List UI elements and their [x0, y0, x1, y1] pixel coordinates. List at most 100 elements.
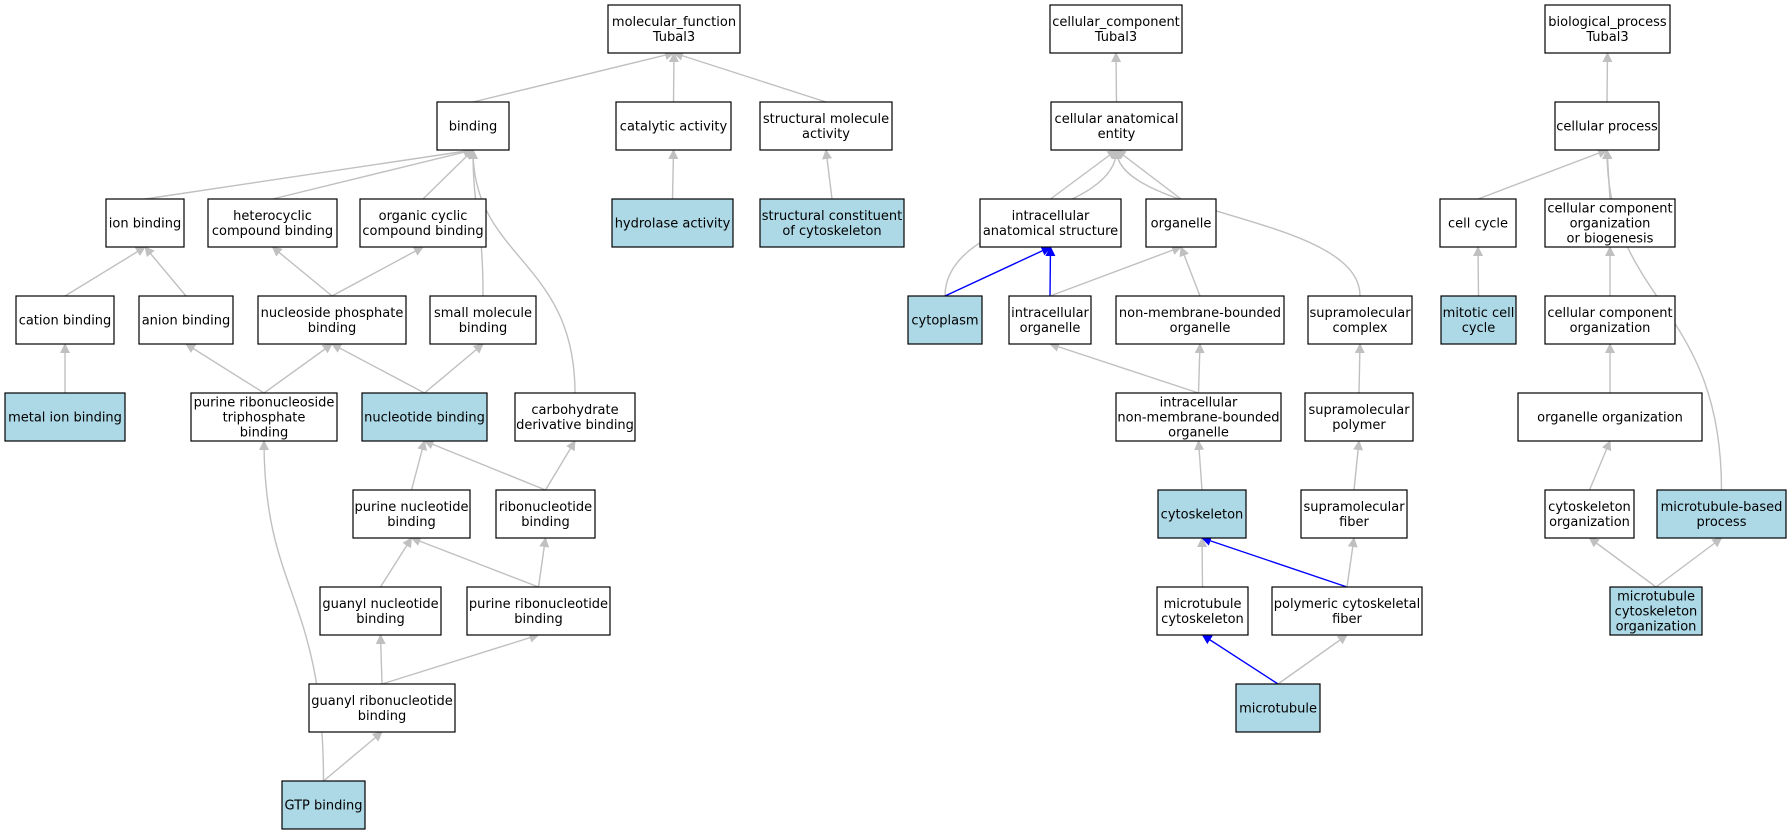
node-cellcycle[interactable]: cell cycle — [1439, 198, 1517, 248]
node-ion[interactable]: ion binding — [105, 198, 185, 248]
node-label-line: binding — [521, 515, 569, 530]
node-organelle[interactable]: organelle — [1145, 198, 1217, 248]
node-binding[interactable]: binding — [436, 101, 510, 151]
node-label-line: polymeric cytoskeletal — [1274, 597, 1420, 612]
edge-line — [1201, 634, 1279, 685]
node-label-line: organization — [1570, 217, 1651, 232]
edge-binding-to-mf — [472, 50, 675, 103]
node-nucleotide[interactable]: nucleotide binding — [361, 392, 488, 442]
edge-hydrolase-to-catalytic — [668, 149, 679, 200]
edge-line — [1353, 440, 1364, 491]
edge-line — [1277, 634, 1348, 685]
node-label-line: entity — [1098, 127, 1136, 142]
edge-line — [472, 50, 675, 103]
edge-line — [544, 440, 576, 491]
node-box — [1554, 101, 1660, 151]
node-metal[interactable]: metal ion binding — [4, 392, 126, 442]
node-label-line: ribonucleotide — [499, 500, 592, 515]
edge-line — [1115, 149, 1182, 200]
node-cytoskeleton[interactable]: cytoskeleton — [1157, 489, 1247, 539]
node-box — [429, 295, 537, 345]
edge-line — [1194, 440, 1205, 491]
node-label-line: GTP binding — [285, 799, 363, 814]
edge-line — [1588, 440, 1612, 491]
node-intranonmem[interactable]: intracellularnon-membrane-boundedorganel… — [1115, 392, 1282, 442]
edge-line — [1194, 343, 1205, 394]
edge-line — [1354, 343, 1365, 394]
node-orgorg[interactable]: organelle organization — [1517, 392, 1703, 442]
node-label-line: nucleoside phosphate — [261, 306, 404, 321]
node-gtp[interactable]: GTP binding — [281, 780, 366, 830]
edge-guanylribo-to-guanylnuc — [375, 634, 386, 685]
node-catalytic[interactable]: catalytic activity — [615, 101, 732, 151]
node-label-line: process — [1697, 515, 1747, 530]
node-cellproc[interactable]: cellular process — [1554, 101, 1660, 151]
node-box — [257, 295, 407, 345]
node-box — [607, 4, 741, 54]
node-label-line: binding — [240, 426, 288, 441]
edge-intranonmem-to-intraorg — [1049, 342, 1199, 394]
node-cytoplasm[interactable]: cytoplasm — [907, 295, 983, 345]
edge-line — [944, 246, 1052, 297]
edge-line — [422, 149, 474, 200]
node-box — [1008, 295, 1092, 345]
node-box — [1304, 392, 1414, 442]
node-label-line: catalytic activity — [620, 120, 728, 135]
node-hydrolase[interactable]: hydrolase activity — [611, 198, 734, 248]
node-box — [359, 198, 487, 248]
edge-line — [1197, 537, 1208, 588]
node-microtubule[interactable]: microtubule — [1235, 683, 1321, 733]
edge-cytoskeleton-to-intranonmem — [1194, 440, 1205, 491]
node-label-line: triphosphate — [223, 411, 306, 426]
node-box — [1157, 489, 1247, 539]
edge-line — [1588, 537, 1657, 588]
node-box — [1439, 198, 1517, 248]
node-label-line: microtubule — [1164, 597, 1242, 612]
node-cation[interactable]: cation binding — [15, 295, 115, 345]
node-box — [1115, 295, 1285, 345]
node-label-line: or biogenesis — [1567, 232, 1654, 247]
edge-line — [1477, 148, 1608, 200]
edge-layer — [60, 50, 1723, 782]
node-label-line: intracellular — [1160, 396, 1238, 411]
node-anion[interactable]: anion binding — [138, 295, 234, 345]
edge-line — [271, 246, 333, 297]
node-label-line: cellular component — [1547, 202, 1672, 217]
node-label-line: hydrolase activity — [615, 217, 731, 232]
edge-line — [1473, 246, 1484, 297]
edge-cellcycle-to-cellproc — [1477, 148, 1608, 200]
node-label-line: polymer — [1332, 418, 1386, 433]
node-box — [1656, 489, 1787, 539]
